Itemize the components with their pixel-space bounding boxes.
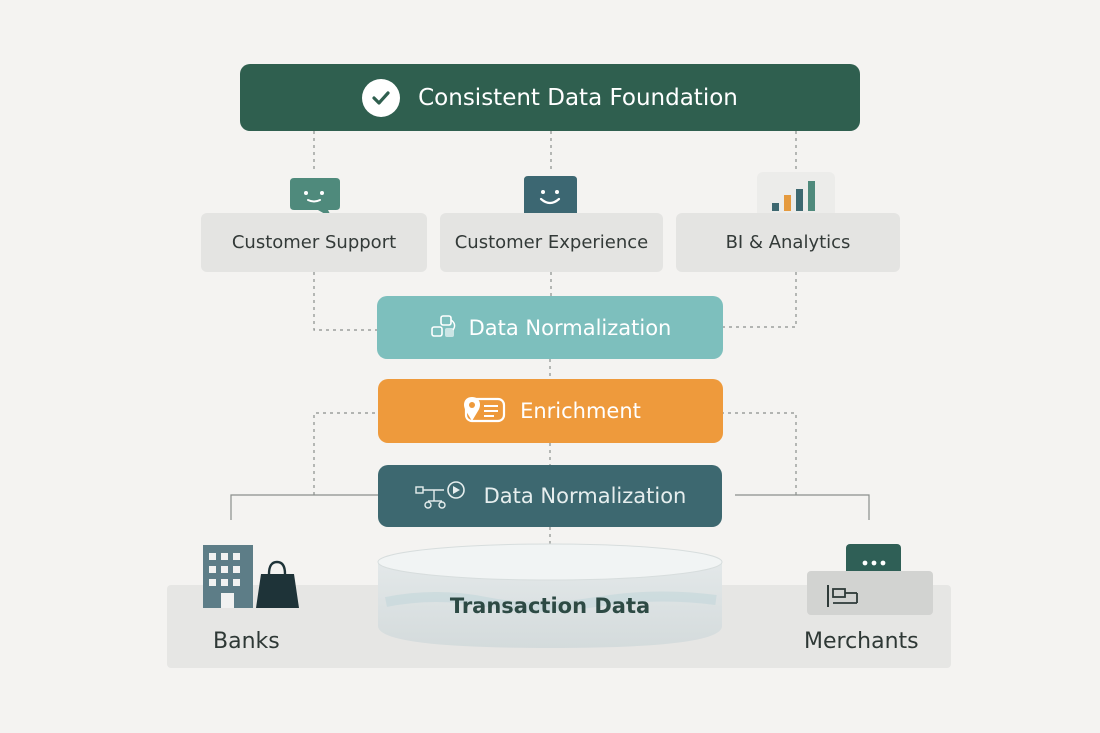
card-label: Customer Support <box>231 232 397 253</box>
foundation-title: Consistent Data Foundation <box>418 84 738 111</box>
cubes-icon <box>429 314 459 342</box>
card-customer-experience: Customer Experience <box>440 213 663 272</box>
card-label: Customer Experience <box>454 232 649 253</box>
foundation-bar: Consistent Data Foundation <box>240 64 860 131</box>
merchants-label: Merchants <box>804 629 919 654</box>
card-bi-analytics: BI & Analytics <box>676 213 900 272</box>
layer-label: Data Normalization <box>483 484 687 508</box>
card-customer-support: Customer Support <box>201 213 427 272</box>
check-icon <box>362 78 401 117</box>
flow-diagram-icon <box>414 481 466 511</box>
shopping-bag-icon <box>255 560 300 608</box>
layer-enrichment: Enrichment <box>378 379 723 443</box>
pos-terminal-icon <box>807 571 933 615</box>
chat-bubble-icon <box>288 176 342 220</box>
layer-data-normalization-top: Data Normalization <box>377 296 723 359</box>
bank-building-icon <box>203 545 253 608</box>
card-label: BI & Analytics <box>725 232 851 253</box>
transaction-data-label: Transaction Data <box>449 594 651 618</box>
location-tag-icon <box>460 395 506 427</box>
banks-label: Banks <box>213 629 280 654</box>
layer-label: Data Normalization <box>468 315 672 340</box>
layer-label: Enrichment <box>520 399 641 423</box>
transaction-data-cylinder <box>377 543 723 648</box>
layer-data-normalization-bottom: Data Normalization <box>378 465 722 527</box>
bar-chart-icon <box>757 172 835 218</box>
